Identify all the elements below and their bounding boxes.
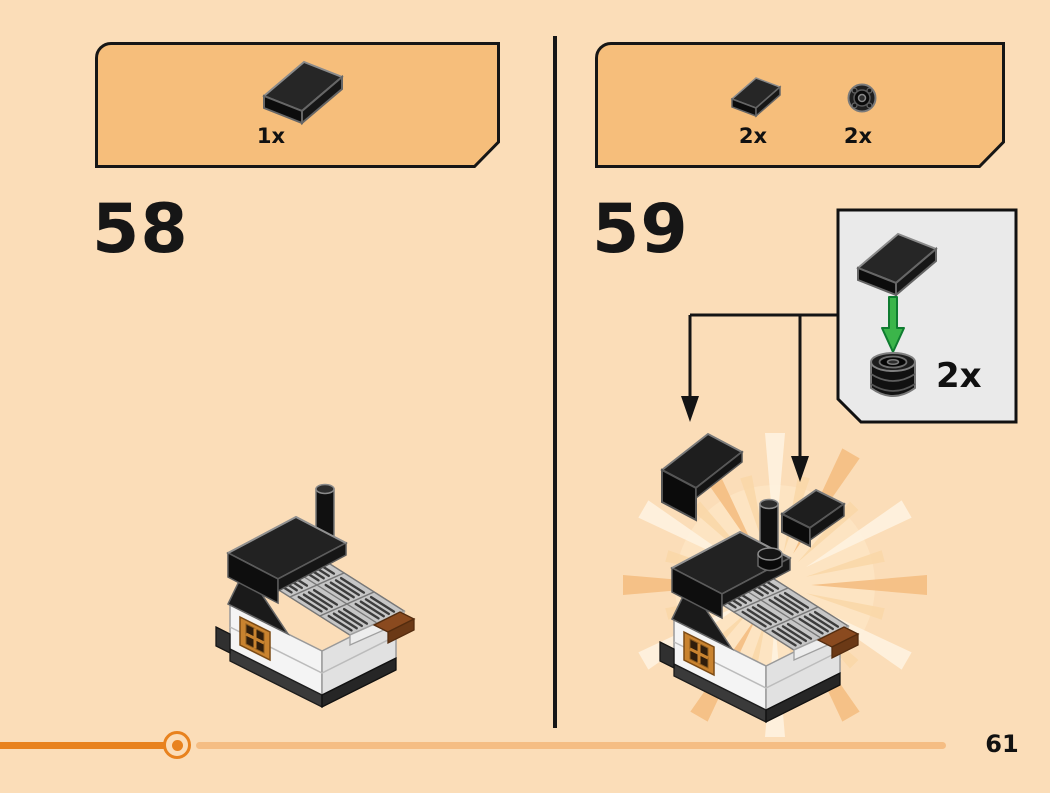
slope-piece-icon xyxy=(856,232,938,298)
callout-count-label: 2x xyxy=(936,356,982,396)
progress-marker xyxy=(163,731,191,759)
progress-bar-track xyxy=(196,742,946,749)
down-arrow-icon xyxy=(791,456,809,482)
floating-slope-piece-icon xyxy=(780,488,846,548)
step-number-58: 58 xyxy=(92,190,189,269)
slope-piece-icon xyxy=(730,77,782,118)
part-count-label: 1x xyxy=(256,124,286,148)
green-arrow-icon xyxy=(881,296,905,353)
step-number-59: 59 xyxy=(592,190,689,269)
model-illustration-step-58 xyxy=(200,455,430,710)
callout-box: 2x xyxy=(836,208,1018,424)
part-count-label: 2x xyxy=(843,124,873,148)
parts-box-step-59 xyxy=(595,42,1005,168)
down-arrow-icon xyxy=(681,396,699,422)
panel-divider xyxy=(553,36,557,728)
slope-piece-icon xyxy=(262,60,344,126)
placement-arrows xyxy=(681,313,843,482)
round-piece-icon xyxy=(870,352,916,397)
progress-bar-filled xyxy=(0,742,170,749)
placed-slope-piece-icon xyxy=(660,432,744,522)
round-piece-icon xyxy=(757,547,783,572)
progress-marker-dot xyxy=(171,739,183,751)
part-count-label: 2x xyxy=(738,124,768,148)
page-number: 61 xyxy=(985,730,1019,758)
model-illustration-step-59 xyxy=(628,432,890,730)
round-piece-icon xyxy=(847,83,877,113)
